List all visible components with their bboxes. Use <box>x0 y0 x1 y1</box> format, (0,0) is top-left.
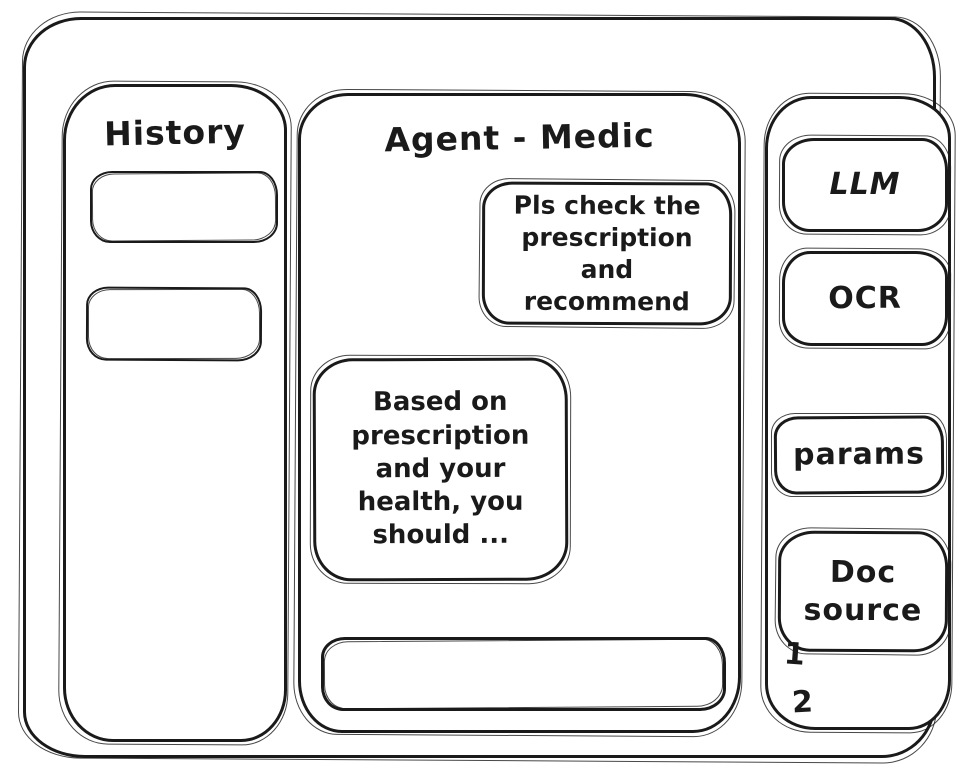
history-title: History <box>103 111 247 154</box>
message-input-wrap <box>321 637 726 711</box>
history-item[interactable] <box>90 171 278 243</box>
doc-source-item-1[interactable]: 1 <box>782 636 807 673</box>
chat-panel: Agent - Medic Pls check the prescription… <box>298 93 741 733</box>
tools-sidebar: LLM OCR params Doc source 1 2 <box>765 96 951 730</box>
params-button[interactable]: params <box>773 415 945 495</box>
agent-message-bubble: Based on prescription and your health, y… <box>312 357 569 582</box>
user-message-bubble: Pls check the prescription and recommend <box>481 181 733 326</box>
app-frame: History Agent - Medic Pls check the pres… <box>23 17 951 758</box>
history-item[interactable] <box>85 286 263 362</box>
history-sidebar: History <box>63 84 287 742</box>
doc-source-button[interactable]: Doc source <box>777 530 949 653</box>
message-input[interactable] <box>324 640 723 708</box>
doc-source-item-2[interactable]: 2 <box>791 684 814 721</box>
llm-button[interactable]: LLM <box>782 138 948 232</box>
ocr-button[interactable]: OCR <box>782 251 948 346</box>
page-title: Agent - Medic <box>384 115 655 160</box>
